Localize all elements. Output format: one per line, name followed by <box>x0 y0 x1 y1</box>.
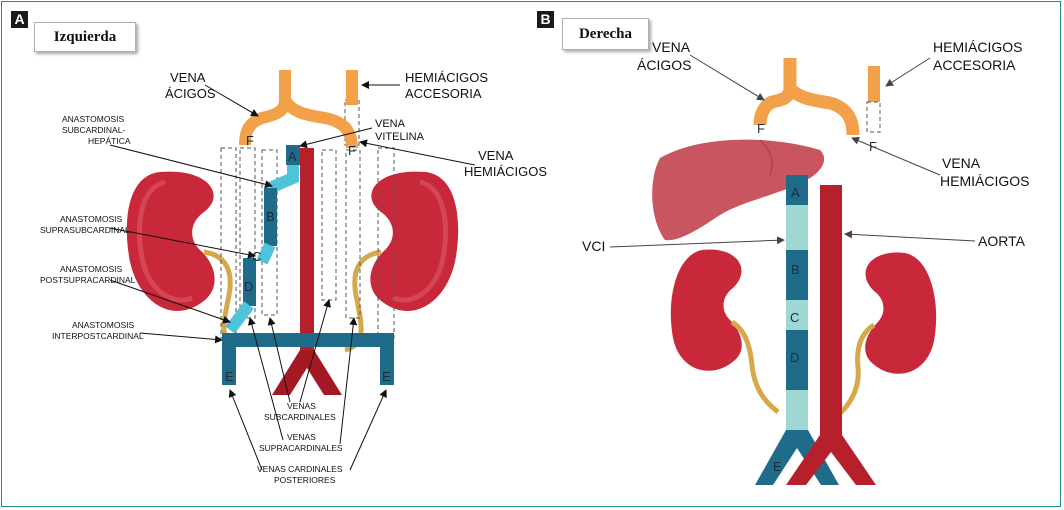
label-vena-acigos-b: VENA ÁCIGOS <box>637 39 693 73</box>
label-vena-hemiacigos-b: VENA HEMIÁCIGOS <box>940 155 1029 189</box>
panel-a-segment-d <box>243 258 256 306</box>
seg-e-right: E <box>382 369 391 384</box>
seg-a: A <box>288 149 297 164</box>
panel-a-segment-e-left <box>222 333 236 385</box>
panel-a-segment-b <box>264 188 277 246</box>
panel-b-letter: B <box>537 11 554 28</box>
label-venas-cardinales-posteriores: VENAS CARDINALES POSTERIORES <box>257 464 345 485</box>
panel-a-subcardinal-hepatic-anastomosis <box>267 165 299 194</box>
panel-b-vci <box>786 175 808 435</box>
panel-a-aorta <box>300 148 314 353</box>
panel-a-accessory-hemiazygos <box>346 70 358 105</box>
seg-f-left: F <box>246 133 254 148</box>
label-vena-vitelina: VENA VITELINA <box>375 118 425 143</box>
panel-a-segment-a <box>286 145 300 165</box>
panel-a-postsupracardinal-anastomosis <box>225 301 254 334</box>
label-anast-interpostcardinal: ANASTOMOSIS INTERPOSTCARDINAL <box>52 320 144 341</box>
label-hemiacigos-accesoria-b: HEMIÁCIGOS ACCESORIA <box>933 39 1026 73</box>
panel-a-segment-e-right <box>380 333 394 385</box>
seg-c: C <box>252 249 261 264</box>
panel-b-azygos-vein <box>753 58 797 126</box>
panel-b-left-kidney <box>670 249 742 371</box>
seg-b-d: D <box>790 350 799 365</box>
label-vena-acigos-a: VENA ÁCIGOS <box>165 70 216 101</box>
seg-d: D <box>244 279 253 294</box>
seg-b-c: C <box>790 310 799 325</box>
panel-b-diagram: A B C D E F F VENA ÁCIGOS HEMIÁCIGOS ACC… <box>582 39 1029 485</box>
panel-b-title: Derecha <box>562 18 649 50</box>
panel-b-aorta <box>820 185 842 440</box>
label-hemiacigos-accesoria-a: HEMIÁCIGOS ACCESORIA <box>405 70 492 101</box>
panel-b-right-kidney <box>865 252 937 374</box>
seg-e-left: E <box>225 369 234 384</box>
panel-a-leader-lines <box>109 81 476 471</box>
panel-b-left-ureter <box>730 319 780 414</box>
panel-b-right-ureter <box>836 322 876 417</box>
seg-b-b: B <box>791 262 800 277</box>
panel-a-suprasubcardinal-anastomosis <box>256 242 276 265</box>
label-venas-subcardinales: VENAS SUBCARDINALES <box>264 401 336 422</box>
seg-b-a: A <box>791 185 800 200</box>
label-vena-hemiacigos-a: VENA HEMIÁCIGOS <box>464 148 547 179</box>
label-venas-supracardinales: VENAS SUPRACARDINALES <box>259 432 343 453</box>
label-anast-subcardinal-hepatica: ANASTOMOSIS SUBCARDINAL- HEPÁTICA <box>62 114 131 146</box>
seg-b-f-left: F <box>757 121 765 136</box>
label-anast-postsupracardinal: ANASTOMOSIS POSTSUPRACARDINAL <box>40 264 136 285</box>
label-vci: VCI <box>582 238 605 254</box>
label-anast-suprasubcardinal: ANASTOMOSIS SUPRASUBCARDINAL <box>40 214 130 235</box>
panel-b-liver <box>652 139 825 241</box>
panel-a-letter: A <box>11 11 28 28</box>
panel-a-title: Izquierda <box>34 22 136 52</box>
panel-b-leader-lines <box>609 54 976 248</box>
seg-b-e: E <box>773 459 782 474</box>
label-aorta: AORTA <box>978 233 1026 249</box>
panel-a-diagram: A B C D E E F F VENA ÁCIGOS HEMIÁCIGOS A… <box>40 70 547 485</box>
panel-a-interpostcardinal-anastomosis <box>222 333 394 347</box>
seg-f-right: F <box>348 143 356 158</box>
seg-b: B <box>266 209 275 224</box>
panel-b-accessory-hemiazygos <box>868 66 880 102</box>
